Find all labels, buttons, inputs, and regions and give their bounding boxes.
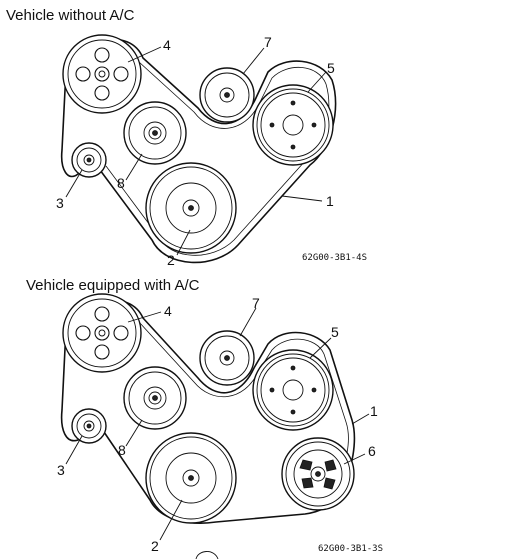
pulley-7 bbox=[199, 330, 255, 386]
pulley-7 bbox=[199, 67, 255, 123]
figure-code-bottom: 62G00-3B1-3S bbox=[318, 544, 383, 554]
callout-5: 5 bbox=[327, 60, 335, 76]
pulley-4 bbox=[62, 34, 142, 114]
callout-8: 8 bbox=[118, 442, 126, 458]
pulley-8 bbox=[123, 366, 187, 430]
callout-2: 2 bbox=[151, 538, 159, 554]
callout-1: 1 bbox=[370, 403, 378, 419]
pulley-5 bbox=[252, 84, 334, 166]
callout-3: 3 bbox=[57, 462, 65, 478]
callout-6: 6 bbox=[368, 443, 376, 459]
pulley-2 bbox=[145, 432, 237, 524]
pulley-5 bbox=[252, 349, 334, 431]
callout-4: 4 bbox=[164, 303, 172, 319]
pulley-3 bbox=[71, 142, 107, 178]
callout-7: 7 bbox=[252, 295, 260, 311]
callout-1: 1 bbox=[326, 193, 334, 209]
figure-code-top: 62G00-3B1-4S bbox=[302, 253, 367, 263]
callout-5: 5 bbox=[331, 324, 339, 340]
callout-7: 7 bbox=[264, 34, 272, 50]
pulley-6-ac-compressor bbox=[281, 437, 355, 511]
caption-without-ac: Vehicle without A/C bbox=[6, 7, 135, 24]
diagram-without-ac: Vehicle without A/C bbox=[6, 7, 367, 268]
callout-4: 4 bbox=[163, 37, 171, 53]
callout-8: 8 bbox=[117, 175, 125, 191]
pulley-3 bbox=[71, 408, 107, 444]
callout-3: 3 bbox=[56, 195, 64, 211]
callout-2: 2 bbox=[167, 252, 175, 268]
diagram-with-ac: Vehicle equipped with A/C bbox=[26, 277, 383, 559]
pulley-8 bbox=[123, 101, 187, 165]
pulley-4 bbox=[62, 293, 142, 373]
caption-with-ac: Vehicle equipped with A/C bbox=[26, 277, 200, 294]
pulley-2 bbox=[145, 162, 237, 254]
